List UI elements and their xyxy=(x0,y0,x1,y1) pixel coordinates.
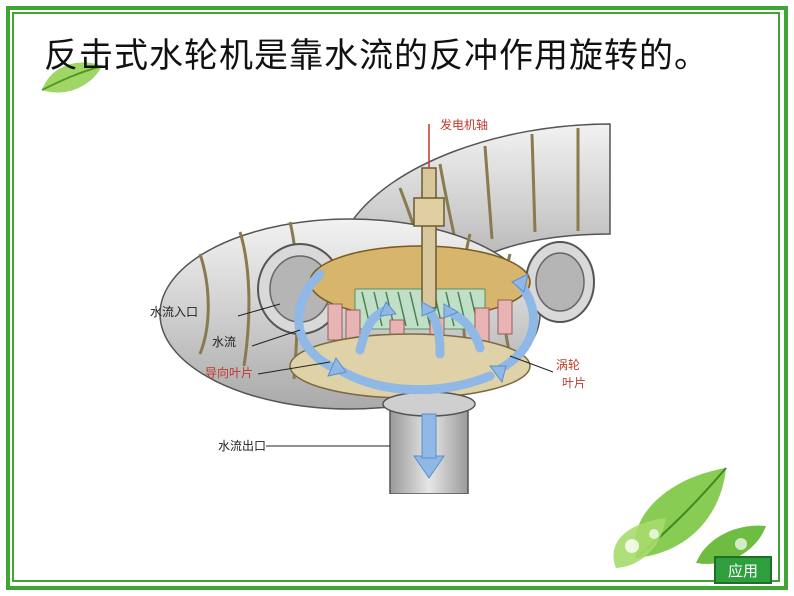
label-turbine-blades-line1: 涡轮 xyxy=(556,358,581,372)
label-generator-shaft: 发电机轴 xyxy=(440,118,489,132)
label-water-outlet: 水流出口 xyxy=(218,439,267,453)
slide-title: 反击式水轮机是靠水流的反冲作用旋转的。 xyxy=(44,36,709,76)
generator-shaft xyxy=(421,167,437,309)
label-water-inlet: 水流入口 xyxy=(150,305,199,319)
label-guide-vanes: 导向叶片 xyxy=(205,366,254,380)
slide-frame-inner xyxy=(12,12,780,582)
water-flow-arrowheads xyxy=(327,273,529,479)
leaf-decoration-icon xyxy=(41,62,103,93)
corner-leaves-icon xyxy=(613,467,766,568)
slide-frame-outer xyxy=(6,6,788,590)
apply-button[interactable]: 应用 xyxy=(714,556,772,584)
label-water-flow: 水流 xyxy=(212,335,237,349)
turbine-diagram xyxy=(159,123,611,494)
label-turbine-blades-line2: 叶片 xyxy=(562,376,587,390)
